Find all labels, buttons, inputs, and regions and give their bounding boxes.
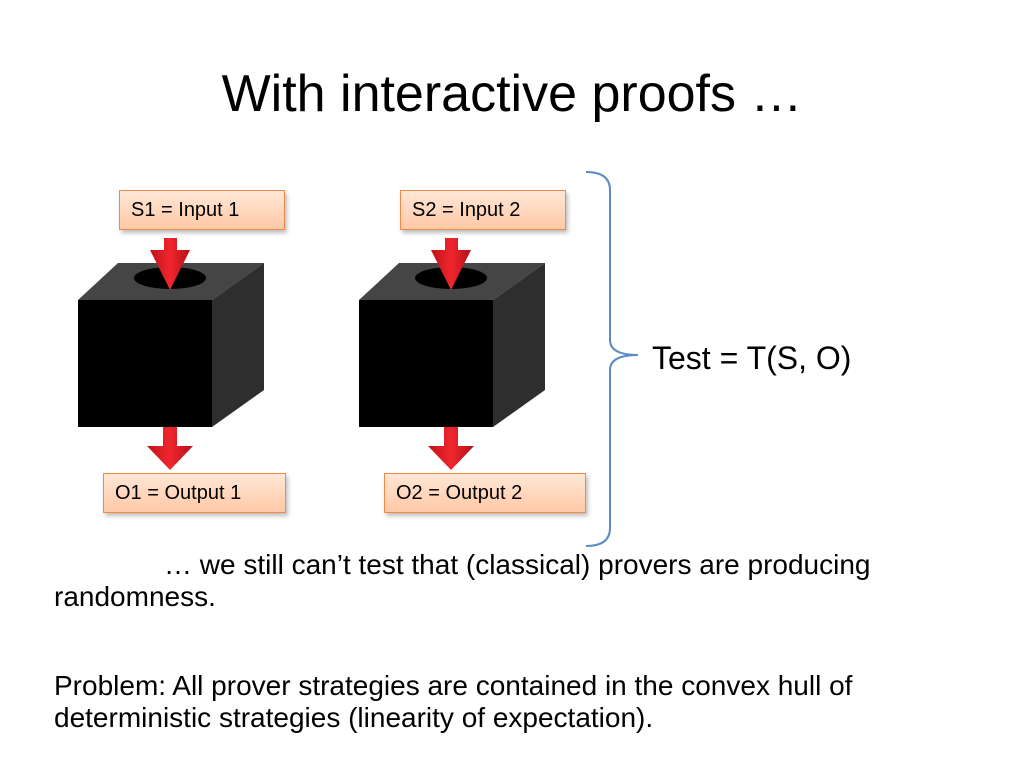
test-function-label: Test = T(S, O) [652, 338, 851, 378]
output-arrow-1 [147, 427, 193, 470]
right-curly-brace [586, 172, 638, 546]
input-1-label: S1 = Input 1 [119, 190, 285, 230]
output-1-label: O1 = Output 1 [103, 473, 286, 513]
paragraph-randomness: … we still can’t test that (classical) p… [54, 549, 954, 613]
output-arrow-2 [428, 427, 474, 470]
paragraph-problem: Problem: All prover strategies are conta… [54, 670, 954, 734]
output-2-label: O2 = Output 2 [384, 473, 586, 513]
input-2-label: S2 = Input 2 [400, 190, 566, 230]
